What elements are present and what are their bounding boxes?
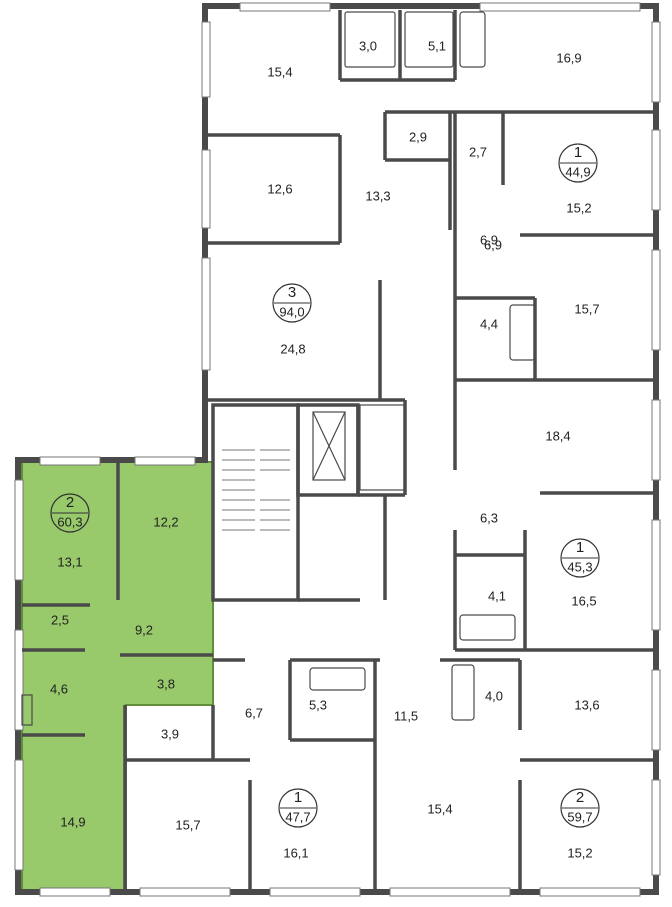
- apartment-badge[interactable]: 2 59,7: [560, 788, 600, 828]
- room-area-label: 15,4: [267, 64, 292, 79]
- apartment-badge[interactable]: 2 60,3: [50, 493, 90, 533]
- outer-walls: [15, 3, 659, 895]
- interior-walls: [22, 10, 656, 892]
- room-area-label: 3,0: [359, 38, 377, 53]
- apartment-area: 60,3: [57, 514, 82, 529]
- room-area-label: 16,9: [556, 50, 581, 65]
- room-area-label: 4,0: [485, 688, 503, 703]
- room-area-label: 5,1: [428, 38, 446, 53]
- fixtures: [21, 11, 536, 726]
- apartment-badge[interactable]: 1 44,9: [558, 143, 598, 183]
- apartment-rooms: 1: [574, 144, 582, 161]
- room-area-label: 13,3: [365, 188, 390, 203]
- apartment-rooms: 1: [576, 539, 584, 556]
- room-area-label: 14,9: [60, 814, 85, 829]
- room-area-label: 24,8: [280, 341, 305, 356]
- room-area-label: 3,9: [161, 726, 179, 741]
- staircase: [222, 449, 290, 531]
- room-area-label: 4,6: [50, 681, 68, 696]
- room-area-label: 6,3: [480, 510, 498, 525]
- room-area-label: 2,9: [409, 129, 427, 144]
- room-area-label: 4,1: [488, 588, 506, 603]
- room-area-label: 16,5: [571, 593, 596, 608]
- room-labels: 15,4 3,0 5,1 16,9 2,9 2,7 15,2 12,6 13,3…: [50, 38, 600, 860]
- apartment-badge[interactable]: 3 94,0: [272, 283, 312, 323]
- apartment-rooms: 2: [66, 494, 74, 511]
- room-area-label: 15,7: [574, 301, 599, 316]
- room-area-label: 9,2: [135, 622, 153, 637]
- room-area-label: 15,2: [567, 845, 592, 860]
- room-area-label: 13,1: [57, 554, 82, 569]
- apartment-badge[interactable]: 1 47,7: [278, 788, 318, 828]
- room-area-label: 6,9: [480, 232, 498, 247]
- apartment-area: 47,7: [285, 809, 310, 824]
- apartment-area: 94,0: [279, 304, 304, 319]
- apartment-area: 45,3: [567, 559, 592, 574]
- room-area-label: 6,9: [484, 237, 502, 252]
- room-area-label: 11,5: [394, 708, 418, 723]
- room-area-label: 15,7: [175, 817, 200, 832]
- room-area-label: 2,5: [51, 612, 69, 627]
- room-area-label: 15,2: [566, 200, 591, 215]
- room-area-label: 16,1: [283, 845, 308, 860]
- room-area-label: 3,8: [157, 676, 175, 691]
- room-area-label: 12,2: [153, 514, 178, 529]
- room-area-label: 15,4: [427, 801, 452, 816]
- room-area-label: 6,7: [245, 705, 263, 720]
- room-area-label: 2,7: [469, 144, 487, 159]
- apartment-rooms: 2: [576, 789, 584, 806]
- room-area-label: 4,4: [480, 316, 498, 331]
- room-area-label: 18,4: [545, 428, 570, 443]
- apartment-rooms: 3: [288, 284, 296, 301]
- apartment-area: 44,9: [565, 164, 590, 179]
- room-area-label: 5,3: [309, 697, 327, 712]
- apartment-badge[interactable]: 1 45,3: [560, 538, 600, 578]
- room-area-label: 12,6: [267, 181, 292, 196]
- apartment-rooms: 1: [294, 789, 302, 806]
- apartment-area: 59,7: [567, 809, 592, 824]
- room-area-label: 13,6: [574, 697, 599, 712]
- windows: [14, 2, 661, 897]
